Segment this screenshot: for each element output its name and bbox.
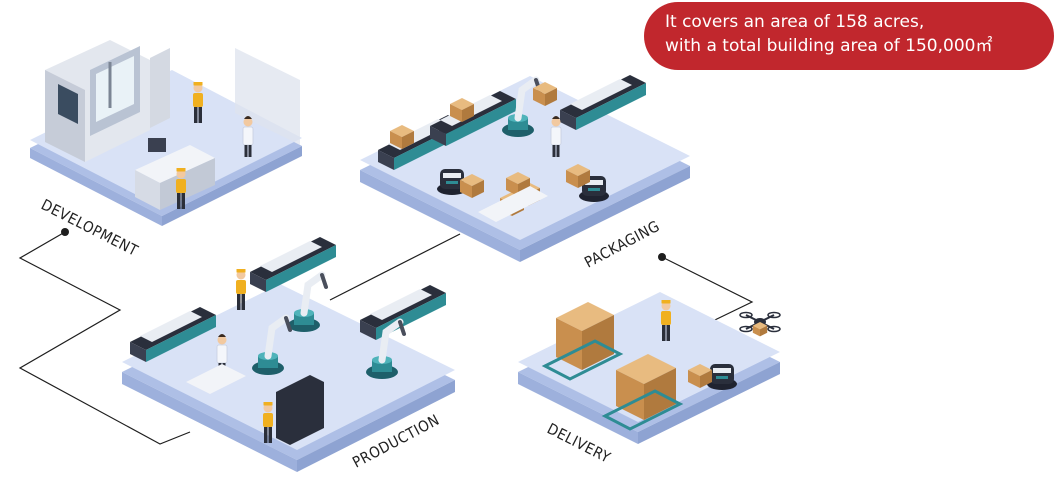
computer-desk [135,138,215,210]
connector-dot [61,228,69,236]
development-platform [30,40,302,226]
drone-icon [739,311,781,337]
control-panel [276,375,324,445]
banner-line-2: with a total building area of 150,000㎡ [665,36,993,56]
cart [478,186,548,222]
packaging-platform [360,75,690,262]
area-info-banner: It covers an area of 158 acres, with a t… [644,2,1054,70]
cart [601,389,684,431]
banner-line-1: It covers an area of 158 acres, [665,12,925,32]
cart [541,339,624,381]
cnc-machine-icon [45,40,170,162]
delivery-platform [518,292,780,444]
cart [186,364,246,394]
cardboard-box-icon [556,302,676,420]
production-platform [122,237,455,472]
connector-dot [658,253,666,261]
